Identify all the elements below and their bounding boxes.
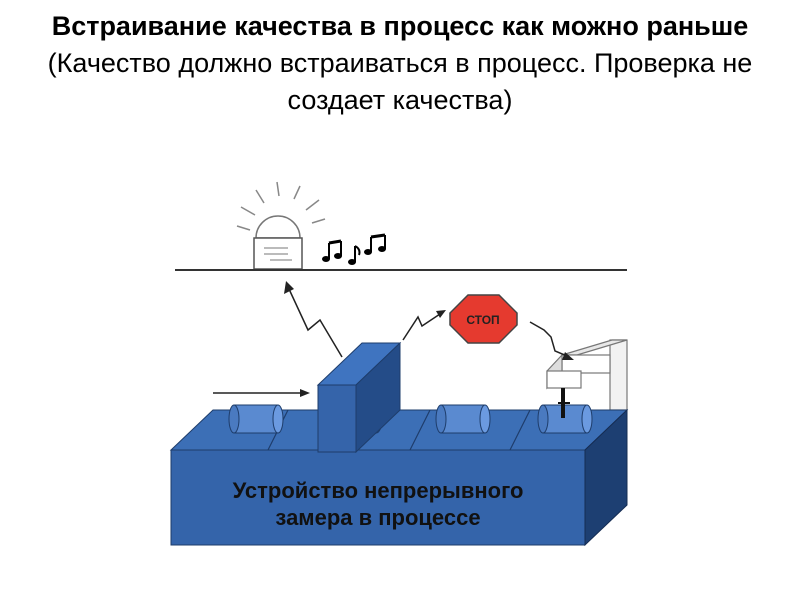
title-bold: Встраивание качества в процесс как можно… [51,11,749,41]
music-notes-icon [322,233,386,265]
stop-sign-icon: СТОП [449,294,518,344]
machine-label-line2: замера в процессе [275,505,480,530]
signal-bolt-to-stop [402,310,446,341]
input-arrow [213,389,310,397]
measuring-block [316,341,402,454]
part-1 [228,404,284,434]
slide-title: Встраивание качества в процесс как можно… [10,8,790,119]
alarm-lamp-icon [236,181,326,270]
signal-bolt-from-sensor [529,321,574,360]
measuring-station-icon [546,339,628,411]
sensor-icon [558,388,570,418]
title-normal: (Качество должно встраиваться в процесс.… [47,48,753,115]
signal-bolt-to-lamp [284,281,343,358]
stop-sign-label: СТОП [466,313,499,327]
conveyor [169,408,629,547]
part-2 [435,404,491,434]
machine-label-line1: Устройство непрерывного [233,478,524,503]
